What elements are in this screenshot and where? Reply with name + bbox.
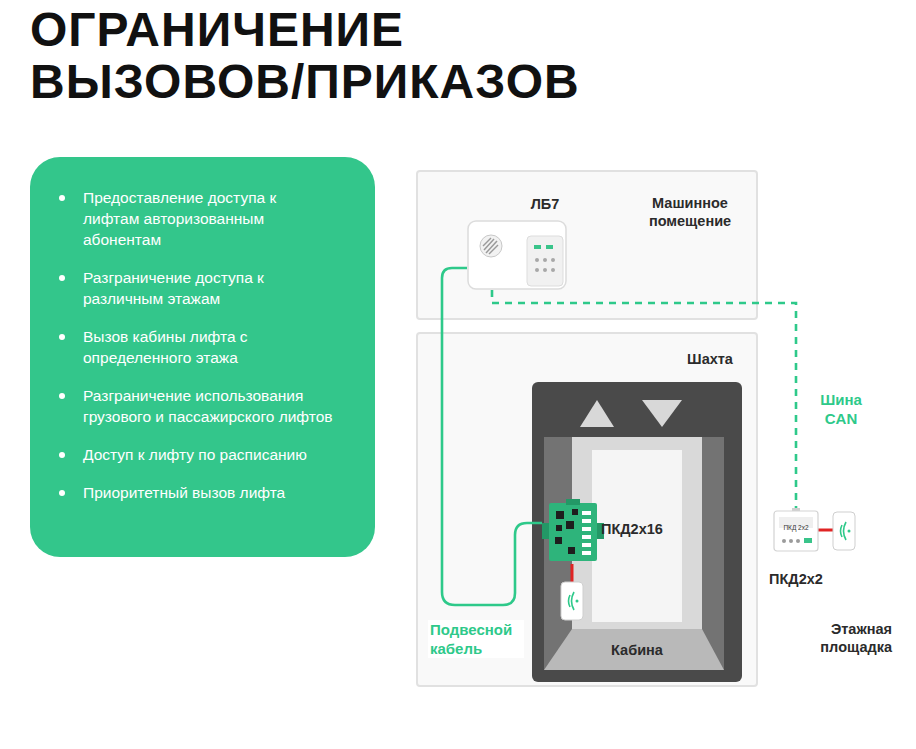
drawing-part xyxy=(774,511,818,551)
feature-text: Вызов кабины лифта с определенного этажа xyxy=(83,328,248,366)
node-label: ПКД2х2 xyxy=(760,570,832,588)
drawing-part xyxy=(535,258,539,262)
connector-label: Шина CAN xyxy=(806,390,876,428)
connector-label: Подвесной кабель xyxy=(428,620,524,658)
drawing-part xyxy=(582,543,591,547)
drawing-part xyxy=(572,592,575,610)
pkd2x16-board xyxy=(542,499,604,564)
feature-item: Разграничение использования грузового и … xyxy=(83,385,333,427)
drawing-part xyxy=(534,245,541,249)
drawing-part xyxy=(572,509,578,515)
drawing-part xyxy=(571,564,574,582)
lb7-unit: ЛБ7 xyxy=(467,220,567,290)
feature-text: Предоставление доступа к лифтам авторизо… xyxy=(83,189,276,248)
drawing-part xyxy=(582,511,591,515)
drawing-part xyxy=(582,535,591,539)
drawing-part xyxy=(582,551,591,555)
drawing-part xyxy=(486,241,497,253)
drawing-part xyxy=(480,235,502,257)
drawing-part xyxy=(546,245,553,249)
drawing-part xyxy=(582,519,591,523)
feature-text: Разграничение использования грузового и … xyxy=(83,387,333,425)
floor-label: Этажная площадка xyxy=(790,620,892,656)
drawing-part xyxy=(804,538,812,543)
drawing-part xyxy=(556,525,562,531)
bullet-dot xyxy=(59,490,65,496)
feature-item: Разграничение доступа к различным этажам xyxy=(83,267,333,309)
drawing-part xyxy=(483,238,491,246)
drawing-part xyxy=(532,382,742,682)
lb7-device xyxy=(467,220,567,290)
node-label: Кабина xyxy=(592,641,682,659)
drawing-part xyxy=(489,245,498,254)
drawing-part xyxy=(568,547,575,554)
feature-panel: Предоставление доступа к лифтам авторизо… xyxy=(30,157,375,557)
node-label: ПКД2х16 xyxy=(601,520,663,538)
drawing-part xyxy=(582,527,591,531)
cabin: Кабина ПКД2х16 xyxy=(532,382,742,682)
drawing-part xyxy=(555,509,578,554)
drawing-part xyxy=(592,450,682,622)
node-label: Шахта xyxy=(680,350,740,368)
drawing-part xyxy=(702,437,724,670)
drawing-part xyxy=(561,582,583,620)
drawing-part xyxy=(833,512,855,550)
drawing-part xyxy=(484,239,494,250)
drawing-part xyxy=(566,521,574,529)
drawing-part xyxy=(544,629,724,670)
feature-item: Предоставление доступа к лифтам авторизо… xyxy=(83,187,333,250)
drawing-part xyxy=(483,238,498,254)
drawing-part xyxy=(535,268,539,272)
bullet-dot xyxy=(59,334,65,340)
page-title: ОГРАНИЧЕНИЕ ВЫЗОВОВ/ПРИКАЗОВ xyxy=(30,4,680,108)
drawing-part xyxy=(796,539,800,543)
drawing-part xyxy=(543,258,547,262)
drawing-part xyxy=(848,530,851,533)
connector xyxy=(442,268,542,605)
drawing-part xyxy=(844,522,847,540)
bullet-dot xyxy=(59,452,65,458)
drawing-part xyxy=(569,595,571,607)
drawing-part xyxy=(580,400,614,427)
connector xyxy=(492,290,796,508)
bullet-dot xyxy=(59,393,65,399)
machine-room: Машинное помещение ЛБ7 xyxy=(416,170,758,320)
drawing-part xyxy=(551,268,555,272)
feature-item: Приоритетный вызов лифта xyxy=(83,482,333,503)
drawing-part xyxy=(789,539,793,543)
node-label: ПКД 2x2 xyxy=(781,524,811,532)
feature-item: Доступ к лифту по расписанию xyxy=(83,444,333,465)
drawing-part xyxy=(535,258,555,272)
feature-text: Доступ к лифту по расписанию xyxy=(83,446,307,463)
drawing-part xyxy=(468,221,566,289)
node-label: ЛБ7 xyxy=(525,195,565,213)
drawing-part xyxy=(543,268,547,272)
drawing-part xyxy=(841,525,843,537)
drawing-part xyxy=(527,236,563,286)
drawing-part xyxy=(642,400,682,427)
drawing-part xyxy=(782,539,800,543)
drawing-part xyxy=(782,539,786,543)
drawing-part xyxy=(566,499,580,505)
node-label: Машинное помещение xyxy=(630,194,750,230)
drawing-part xyxy=(551,258,555,262)
drawing-part xyxy=(544,437,724,670)
drawing-part xyxy=(555,537,562,544)
feature-text: Приоритетный вызов лифта xyxy=(83,484,285,501)
feature-text: Разграничение доступа к различным этажам xyxy=(83,269,264,307)
pkd2x2-controller: ПКД 2x2ПКД2х2 xyxy=(772,508,820,554)
drawing-part xyxy=(582,511,591,555)
feature-item: Вызов кабины лифта с определенного этажа xyxy=(83,326,333,368)
drawing-part xyxy=(549,503,597,561)
pkd2x16-controller: ПКД2х16 xyxy=(542,499,604,564)
drawing-part xyxy=(576,600,579,603)
drawing-part xyxy=(841,522,847,540)
drawing-part xyxy=(556,511,564,519)
bullet-dot xyxy=(59,195,65,201)
drawing-part xyxy=(569,592,575,610)
bullet-dot xyxy=(59,275,65,281)
drawing-part xyxy=(818,529,833,532)
